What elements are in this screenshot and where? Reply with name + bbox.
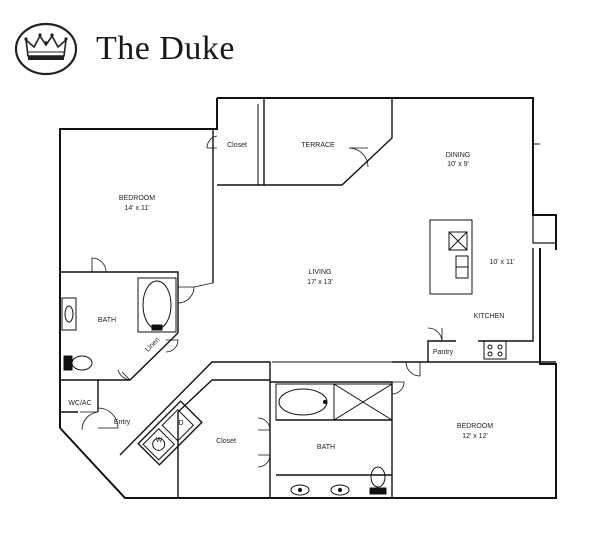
label-pantry: Pantry	[433, 349, 454, 356]
label-entry: Entry	[114, 419, 131, 426]
label-bedroom1: BEDROOM	[119, 195, 155, 202]
label-living: LIVING	[309, 269, 332, 276]
outer-wall-top	[217, 97, 557, 250]
label-bedroom1-dim: 14' x 11'	[124, 205, 149, 212]
washer-dryer-closet	[137, 400, 203, 466]
plan-title: The Duke	[96, 30, 236, 67]
label-terrace: TERRACE	[301, 142, 335, 149]
label-dining-dim: 10' x 9'	[447, 161, 469, 168]
bath2-sink-right	[330, 484, 350, 496]
bath2-shower	[333, 383, 393, 421]
kitchen-range	[483, 340, 507, 360]
label-closet-top: Closet	[227, 142, 247, 149]
label-bath1: BATH	[98, 317, 116, 324]
label-bath2: BATH	[317, 444, 335, 451]
label-kitchen: KITCHEN	[474, 313, 505, 320]
label-wcac: WC/AC	[68, 400, 91, 407]
label-bedroom2: BEDROOM	[457, 423, 493, 430]
bath1-tub	[142, 280, 172, 330]
bath2-walls	[270, 381, 393, 498]
plan-header: The Duke	[14, 18, 314, 78]
label-living-dim: 17' x 13'	[307, 279, 333, 286]
bath1-sink	[64, 305, 74, 323]
label-washer: W	[156, 437, 163, 444]
label-dryer: D	[178, 420, 183, 427]
bath1-toilet	[71, 355, 93, 371]
center-closet-walls	[119, 361, 271, 456]
island-cooktop	[448, 231, 468, 251]
bath2-toilet	[370, 466, 386, 488]
bath2-tub	[278, 388, 328, 416]
pantry-walls	[427, 340, 456, 362]
label-bedroom2-dim: 12' x 12'	[462, 433, 488, 440]
outer-wall-left	[59, 98, 218, 428]
crown-logo	[14, 22, 78, 76]
outer-wall-kitchen	[59, 248, 557, 499]
label-closet-center: Closet	[216, 438, 236, 445]
label-dining: DINING	[446, 152, 471, 159]
kitchen-appliance-box	[532, 214, 557, 244]
label-kitchen-dim: 10' x 11'	[489, 259, 514, 266]
bedroom1-walls	[60, 271, 179, 287]
bath2-sink-left	[290, 484, 310, 496]
kitchen-island	[429, 219, 473, 295]
